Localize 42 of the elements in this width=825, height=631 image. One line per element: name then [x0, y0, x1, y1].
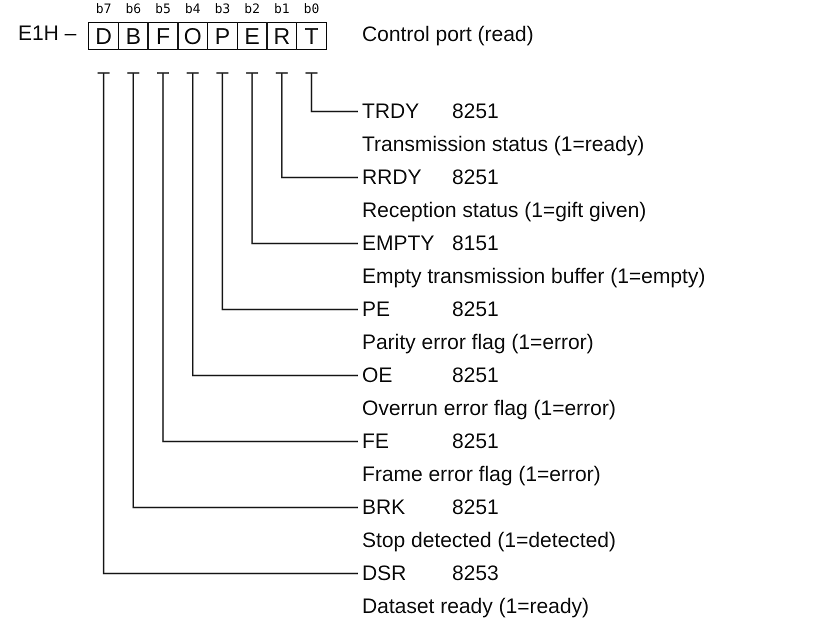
description-text: Empty transmission buffer (1=empty)	[362, 265, 706, 288]
signal-name: EMPTY	[362, 231, 436, 257]
bit-letter: O	[184, 23, 202, 49]
bit-number: b6	[124, 2, 142, 18]
register-title: Control port (read)	[362, 22, 534, 48]
description-text: Dataset ready (1=ready)	[362, 595, 590, 618]
bit-letter: D	[95, 23, 112, 49]
chip-number: 8251	[452, 297, 499, 323]
chip-number: 8251	[452, 429, 499, 455]
signal-name: PE	[362, 297, 392, 323]
signal-name: TRDY	[362, 99, 420, 125]
chip-number: 8151	[452, 231, 499, 257]
signal-name: DSR	[362, 561, 408, 587]
bit-number: b0	[302, 2, 320, 18]
bit-letter: E	[244, 23, 260, 49]
bit-number: b5	[154, 2, 172, 18]
description-text: Parity error flag (1=error)	[362, 331, 594, 354]
chip-number: 8251	[452, 495, 499, 521]
bit-number: b1	[272, 2, 291, 18]
bit-number: b7	[94, 2, 112, 18]
bit-letter: B	[126, 23, 141, 49]
chip-number: 8251	[452, 363, 499, 389]
signal-name: FE	[362, 429, 390, 455]
chip-number: 8251	[452, 99, 499, 125]
description-text: Frame error flag (1=error)	[362, 463, 601, 486]
bit-number: b2	[243, 2, 261, 18]
description-text: Stop detected (1=detected)	[362, 529, 616, 552]
signal-name: OE	[362, 363, 394, 389]
description-text: Reception status (1=gift given)	[362, 199, 646, 222]
description-text: Overrun error flag (1=error)	[362, 397, 616, 420]
bit-letter: P	[214, 23, 230, 49]
bit-number: b4	[184, 2, 202, 18]
chip-number: 8253	[452, 561, 499, 587]
description-text: Transmission status (1=ready)	[362, 133, 644, 156]
bit-number: b3	[214, 2, 232, 18]
signal-name: RRDY	[362, 165, 423, 191]
bit-letter: F	[156, 23, 170, 49]
bit-letter: T	[304, 23, 319, 49]
bit-letter: R	[273, 23, 290, 49]
chip-number: 8251	[452, 165, 499, 191]
signal-name: BRK	[362, 495, 406, 521]
register-address: E1H –	[18, 21, 76, 47]
